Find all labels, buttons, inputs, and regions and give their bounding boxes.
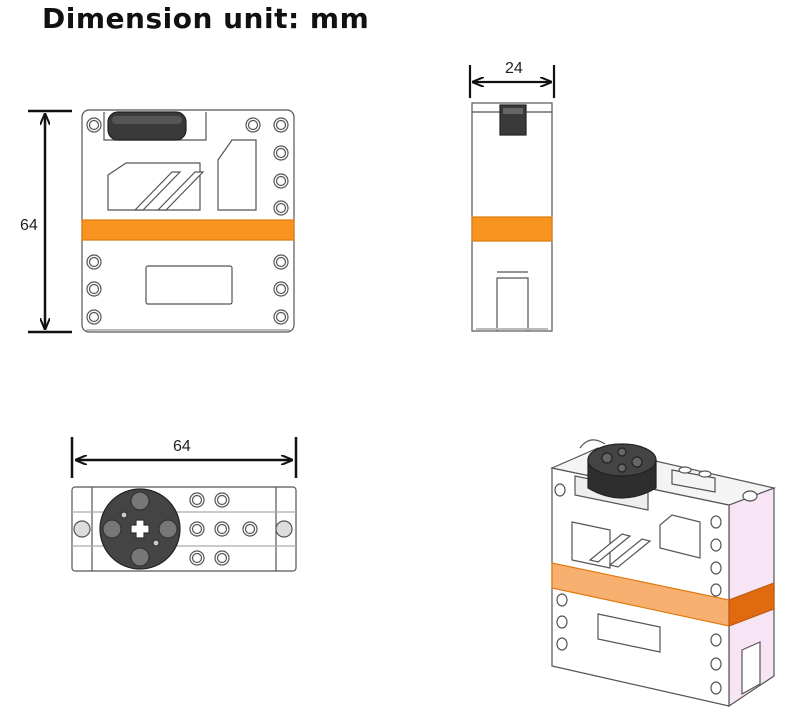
front-label-window xyxy=(145,265,233,305)
side-view xyxy=(468,65,556,332)
side-width-dimension xyxy=(468,65,556,98)
front-height-dimension xyxy=(28,109,72,334)
iso-gear-icon xyxy=(587,443,657,499)
bottom-holes xyxy=(189,492,258,566)
page-title: Dimension unit: mm xyxy=(42,2,370,35)
iso-label-window xyxy=(597,613,661,653)
isometric-view xyxy=(550,439,777,708)
side-width-label: 24 xyxy=(505,60,523,77)
bottom-view xyxy=(70,437,298,572)
front-holes xyxy=(86,117,289,325)
front-view xyxy=(28,109,295,334)
bottom-width-label: 64 xyxy=(173,438,191,455)
bottom-hub-icon xyxy=(99,488,181,570)
side-orange-band xyxy=(471,216,553,242)
front-height-label: 64 xyxy=(20,217,38,234)
iso-holes xyxy=(554,483,722,695)
iso-orange-band-side xyxy=(728,582,775,627)
bottom-width-dimension xyxy=(70,437,298,478)
front-orange-band xyxy=(81,219,295,241)
